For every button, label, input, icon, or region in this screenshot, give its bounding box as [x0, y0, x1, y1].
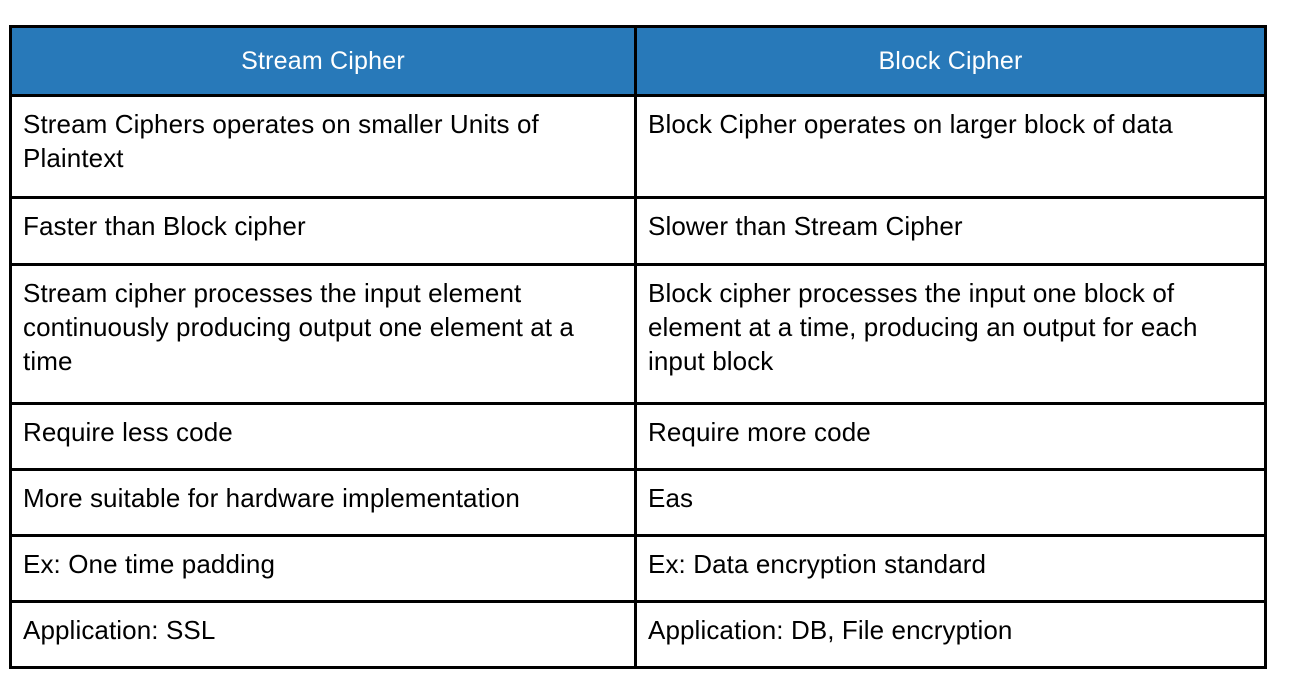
comparison-table: Stream Cipher Block Cipher Stream Cipher… [9, 25, 1267, 669]
table-row: Application: SSL Application: DB, File e… [9, 600, 1267, 669]
cell-stream-cipher: Faster than Block cipher [9, 196, 637, 266]
table-header-row: Stream Cipher Block Cipher [9, 25, 1267, 97]
table-body: Stream Ciphers operates on smaller Units… [9, 94, 1267, 669]
cell-stream-cipher: Ex: One time padding [9, 534, 637, 603]
cell-stream-cipher: Require less code [9, 402, 637, 471]
cell-stream-cipher: Stream Ciphers operates on smaller Units… [9, 94, 637, 199]
cell-block-cipher: Block cipher processes the input one blo… [634, 263, 1267, 405]
column-header-block-cipher: Block Cipher [634, 25, 1267, 97]
cell-block-cipher: Ex: Data encryption standard [634, 534, 1267, 603]
cell-stream-cipher: More suitable for hardware implementatio… [9, 468, 637, 537]
cell-stream-cipher: Application: SSL [9, 600, 637, 669]
cell-block-cipher: Require more code [634, 402, 1267, 471]
table-row: Stream cipher processes the input elemen… [9, 263, 1267, 405]
table-row: More suitable for hardware implementatio… [9, 468, 1267, 537]
table-header: Stream Cipher Block Cipher [9, 25, 1267, 97]
table-row: Stream Ciphers operates on smaller Units… [9, 94, 1267, 199]
cell-block-cipher: Eas [634, 468, 1267, 537]
table-row: Faster than Block cipher Slower than Str… [9, 196, 1267, 266]
cell-block-cipher: Application: DB, File encryption [634, 600, 1267, 669]
column-header-stream-cipher: Stream Cipher [9, 25, 637, 97]
cell-block-cipher: Slower than Stream Cipher [634, 196, 1267, 266]
table-row: Require less code Require more code [9, 402, 1267, 471]
table-row: Ex: One time padding Ex: Data encryption… [9, 534, 1267, 603]
cell-stream-cipher: Stream cipher processes the input elemen… [9, 263, 637, 405]
cell-block-cipher: Block Cipher operates on larger block of… [634, 94, 1267, 199]
